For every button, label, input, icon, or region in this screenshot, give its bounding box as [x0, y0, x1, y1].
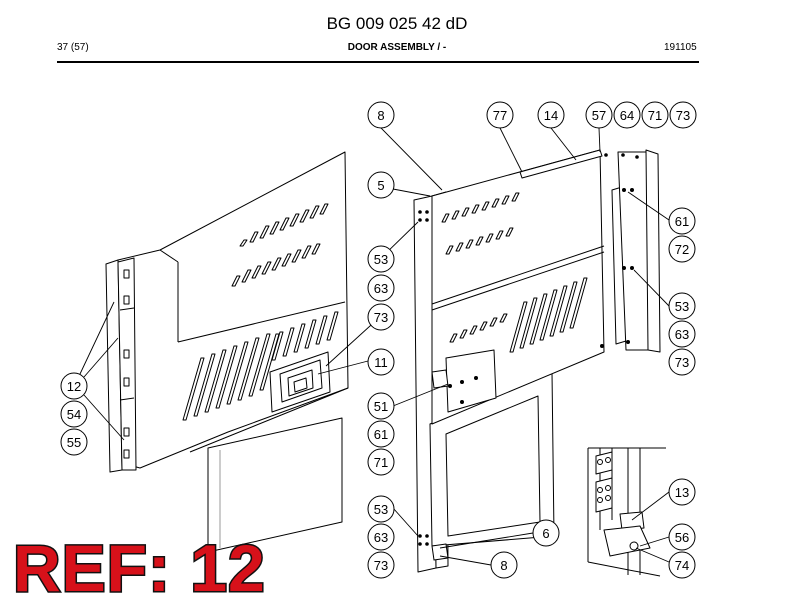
callout-53-lower: 53 — [367, 495, 395, 523]
callout-61-mid: 61 — [367, 420, 395, 448]
callout-51: 51 — [367, 392, 395, 420]
header-rule — [57, 61, 699, 63]
svg-text:61: 61 — [675, 214, 689, 229]
svg-text:64: 64 — [620, 108, 634, 123]
svg-text:73: 73 — [675, 355, 689, 370]
callout-56: 56 — [668, 523, 696, 551]
svg-text:71: 71 — [648, 108, 662, 123]
svg-text:57: 57 — [592, 108, 606, 123]
svg-text:63: 63 — [675, 327, 689, 342]
left-hinge-strip — [105, 257, 137, 473]
svg-text:5: 5 — [377, 178, 384, 193]
document-number: BG 009 025 42 dD — [326, 14, 468, 33]
lower-vent-slots — [182, 311, 339, 421]
callout-57: 57 — [585, 101, 613, 129]
ref-label: REF: 12 — [12, 531, 267, 605]
callout-8-top: 8 — [367, 101, 395, 129]
svg-text:73: 73 — [374, 310, 388, 325]
svg-text:56: 56 — [675, 530, 689, 545]
svg-text:14: 14 — [544, 108, 558, 123]
svg-text:55: 55 — [67, 435, 81, 450]
svg-text:53: 53 — [374, 502, 388, 517]
svg-text:61: 61 — [374, 427, 388, 442]
callout-53-upper: 53 — [367, 245, 395, 273]
callout-71-top: 71 — [641, 101, 669, 129]
callout-61-right: 61 — [668, 207, 696, 235]
svg-text:63: 63 — [374, 530, 388, 545]
svg-text:71: 71 — [374, 455, 388, 470]
svg-text:8: 8 — [500, 558, 507, 573]
right-door — [413, 149, 661, 573]
callout-63-right: 63 — [668, 320, 696, 348]
svg-text:12: 12 — [67, 379, 81, 394]
callout-73-right: 73 — [668, 348, 696, 376]
callout-11: 11 — [367, 348, 395, 376]
date-code: 191105 — [664, 42, 697, 53]
callout-13: 13 — [668, 478, 696, 506]
svg-text:73: 73 — [374, 558, 388, 573]
callout-6: 6 — [532, 519, 560, 547]
svg-text:13: 13 — [675, 485, 689, 500]
right-lower-vent-slots — [449, 277, 588, 353]
page-number: 37 (57) — [57, 42, 89, 53]
svg-text:74: 74 — [675, 558, 689, 573]
svg-text:8: 8 — [377, 108, 384, 123]
callout-71-mid: 71 — [367, 448, 395, 476]
callout-53-right: 53 — [668, 292, 696, 320]
callout-14: 14 — [537, 101, 565, 129]
callout-54: 54 — [60, 400, 88, 428]
svg-text:51: 51 — [374, 399, 388, 414]
svg-text:77: 77 — [493, 108, 507, 123]
callout-74: 74 — [668, 551, 696, 579]
assembly-title: DOOR ASSEMBLY / - — [347, 42, 447, 53]
svg-text:72: 72 — [675, 242, 689, 257]
left-door — [105, 151, 349, 553]
svg-text:11: 11 — [374, 355, 388, 370]
callout-63-lower: 63 — [367, 523, 395, 551]
svg-text:53: 53 — [675, 299, 689, 314]
callout-8-bottom: 8 — [490, 551, 518, 579]
latch-plate — [431, 349, 497, 413]
callout-64: 64 — [613, 101, 641, 129]
callout-5: 5 — [367, 171, 395, 199]
callout-73-top: 73 — [669, 101, 697, 129]
callout-12: 12 — [60, 372, 88, 400]
callout-63-upper: 63 — [367, 274, 395, 302]
svg-text:63: 63 — [374, 281, 388, 296]
upper-vent-slots — [231, 203, 329, 287]
lock-box — [269, 351, 331, 413]
callout-77: 77 — [486, 101, 514, 129]
callout-73-upper: 73 — [367, 303, 395, 331]
callout-72: 72 — [668, 235, 696, 263]
right-upper-vent-slots — [441, 192, 520, 255]
callout-73-lower: 73 — [367, 551, 395, 579]
callout-55: 55 — [60, 428, 88, 456]
svg-text:73: 73 — [676, 108, 690, 123]
svg-text:54: 54 — [67, 407, 81, 422]
svg-text:53: 53 — [374, 252, 388, 267]
detail-view — [587, 447, 666, 577]
svg-text:6: 6 — [542, 526, 549, 541]
